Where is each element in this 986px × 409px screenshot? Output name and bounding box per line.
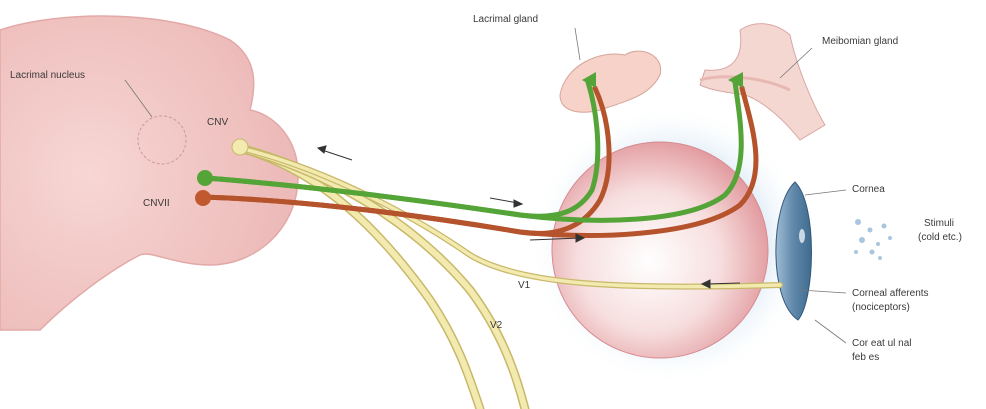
stimuli-dots bbox=[854, 219, 892, 260]
trigeminal-nucleus-dot bbox=[232, 139, 248, 155]
lacrimal-gland-shape bbox=[560, 51, 661, 112]
cnvii-red-dot bbox=[195, 190, 211, 206]
stimuli-label-line1: Stimuli bbox=[924, 218, 954, 229]
brainstem-shape bbox=[0, 16, 298, 330]
corneal-afferents-label-line1: Corneal afferents bbox=[852, 288, 929, 299]
bottom-right-label-line1: Cor eat ul nal bbox=[852, 338, 911, 349]
cnvii-label: CNVII bbox=[143, 198, 170, 209]
bottom-right-label-line2: feb es bbox=[852, 352, 879, 363]
pupil-highlight bbox=[799, 229, 805, 243]
cnvii-green-dot bbox=[197, 170, 213, 186]
v1-label: V1 bbox=[518, 280, 531, 291]
stimuli-label-line2: (cold etc.) bbox=[918, 232, 962, 243]
lacrimal-nucleus-label: Lacrimal nucleus bbox=[10, 70, 85, 81]
cornea-label: Cornea bbox=[852, 184, 885, 195]
cnv-label: CNV bbox=[207, 117, 228, 128]
corneal-afferents-label-line2: (nociceptors) bbox=[852, 302, 910, 313]
lacrimal-gland-label: Lacrimal gland bbox=[473, 14, 538, 25]
meibomian-gland-label: Meibomian gland bbox=[822, 36, 898, 47]
watermark: O S ECLSO bbox=[60, 335, 294, 379]
v2-label: V2 bbox=[490, 320, 503, 331]
